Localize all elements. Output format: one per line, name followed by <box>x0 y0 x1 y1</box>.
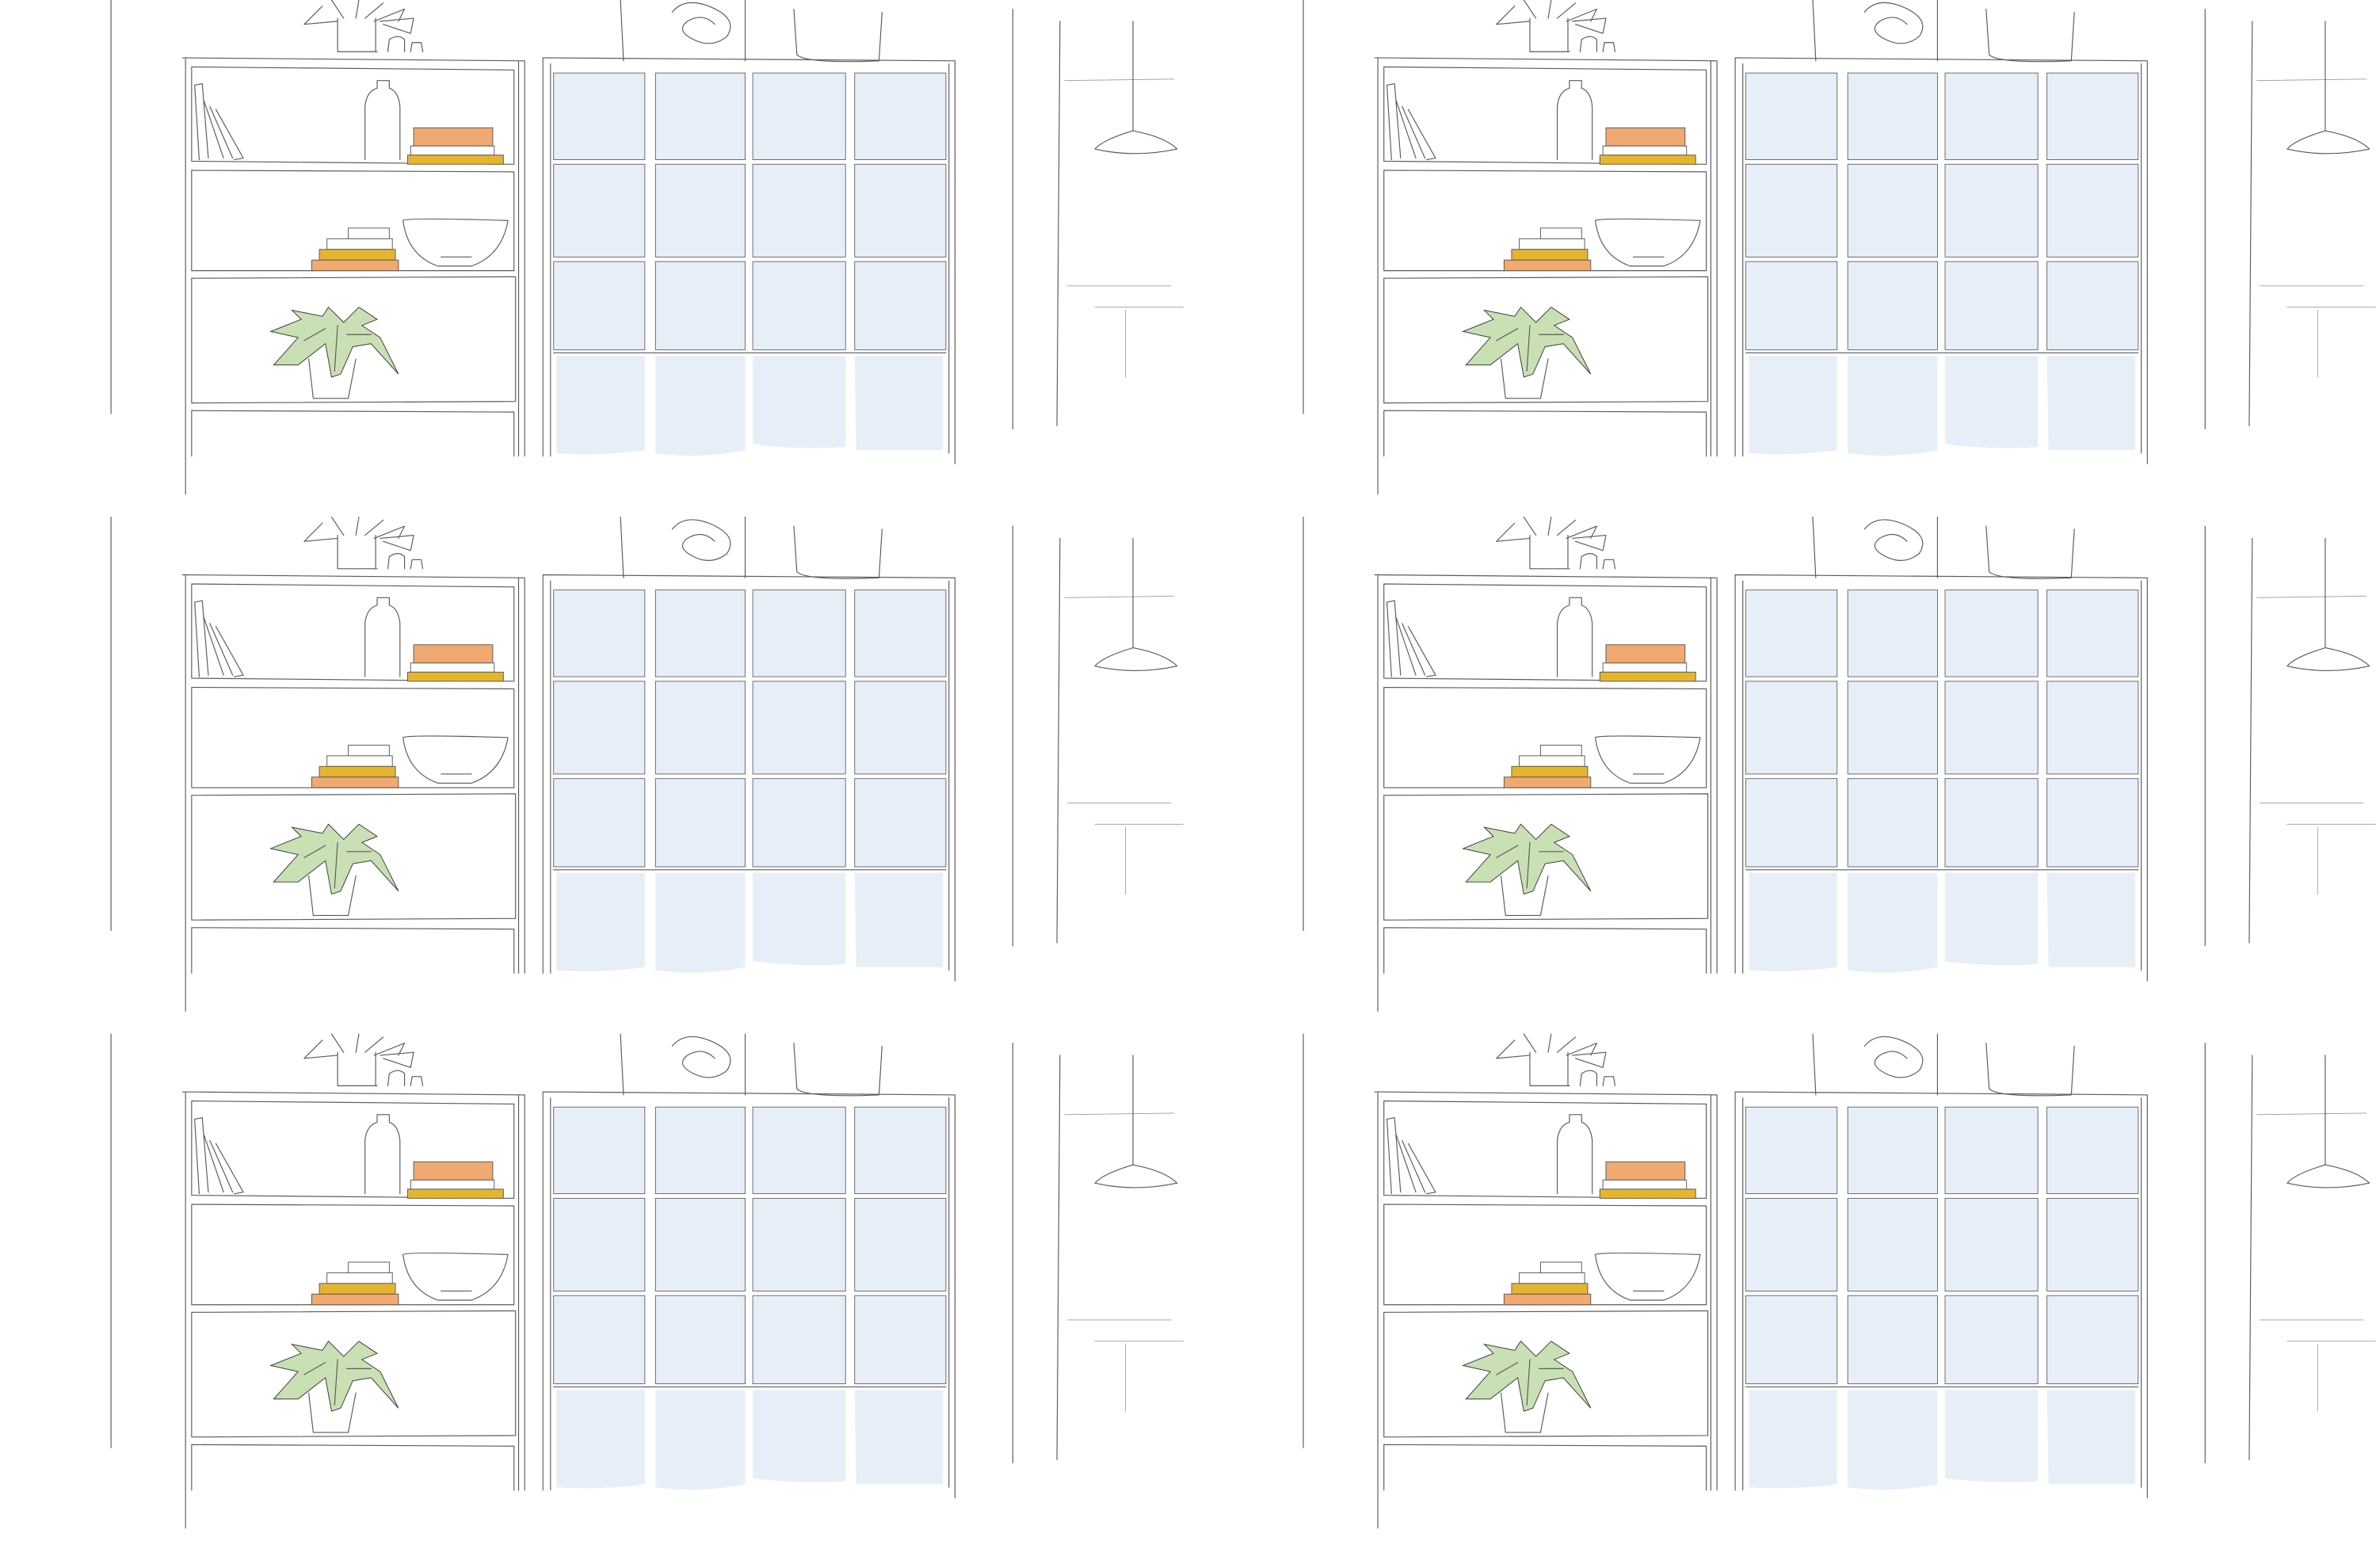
pattern-tile <box>1303 1033 2377 1529</box>
pattern-tile <box>110 1033 1184 1529</box>
pattern-tile <box>110 516 1184 1013</box>
pattern-tile <box>1303 516 2377 1013</box>
pattern-tile <box>110 0 1184 495</box>
pattern-tile <box>1303 0 2377 495</box>
